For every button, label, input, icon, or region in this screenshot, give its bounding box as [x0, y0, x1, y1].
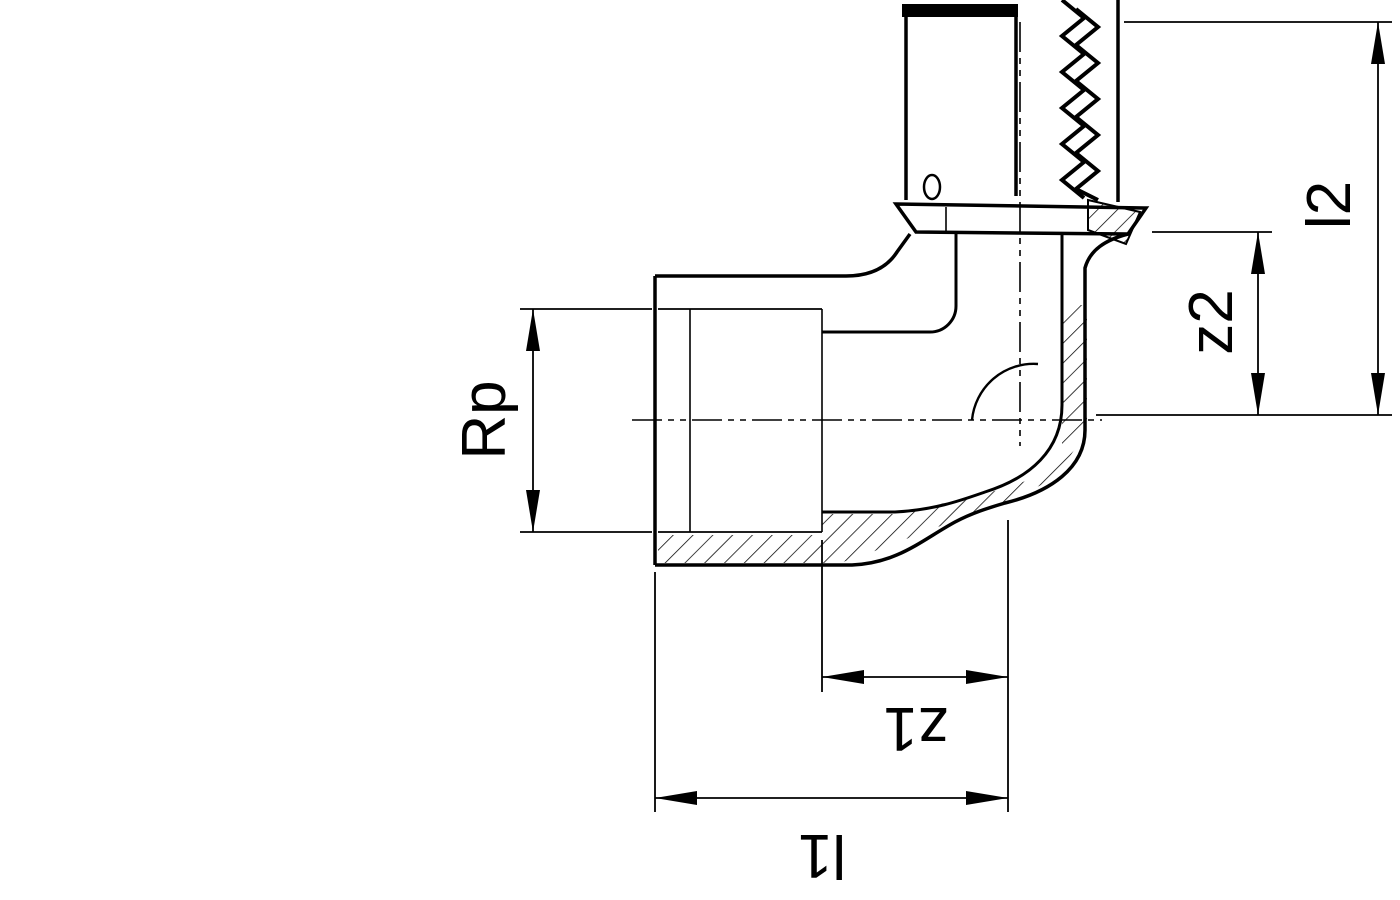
bore-detail — [822, 232, 1064, 514]
z1-label: z1 — [883, 694, 948, 763]
dimension-l2 — [1096, 21, 1392, 416]
z1-arrow-left — [822, 670, 864, 684]
bore-bottom — [822, 232, 1064, 514]
z1-arrow-right — [966, 670, 1008, 684]
rp-arrow-up — [526, 309, 540, 351]
rp-label: Rp — [450, 380, 519, 459]
l2-arrow-down — [1371, 373, 1385, 415]
l2-label: l2 — [1295, 181, 1364, 229]
centerlines — [632, 22, 1102, 446]
hatch-elbow-wall — [822, 305, 1087, 563]
thread-detail — [658, 308, 823, 533]
z2-arrow-up — [1251, 232, 1265, 274]
body-outline — [653, 232, 1129, 567]
hatch-socket-bottom-wall — [658, 535, 822, 563]
body-top-profile — [655, 232, 912, 278]
bore-shoulder-arc — [970, 362, 1039, 421]
sleeve-serration-inner — [1072, 7, 1102, 202]
sleeve-serration-outer — [1058, 0, 1088, 200]
l1-arrow-left — [655, 791, 697, 805]
o-ring — [922, 173, 942, 201]
body-bottom-profile — [655, 232, 1129, 567]
bore-top — [822, 232, 958, 334]
dimension-rp — [520, 308, 652, 533]
l1-arrow-right — [966, 791, 1008, 805]
dimension-z1 — [821, 540, 1008, 692]
z2-label: z2 — [1177, 289, 1246, 354]
l1-label: l1 — [798, 821, 846, 890]
dimension-z2 — [1152, 231, 1272, 415]
rp-arrow-down — [526, 490, 540, 532]
pipe-end-cap — [902, 4, 1018, 17]
dimension-l1 — [654, 520, 1009, 812]
press-connection — [892, 0, 1150, 236]
z2-arrow-down — [1251, 373, 1265, 415]
l2-arrow-up — [1371, 22, 1385, 64]
section-hatching — [658, 198, 1142, 563]
